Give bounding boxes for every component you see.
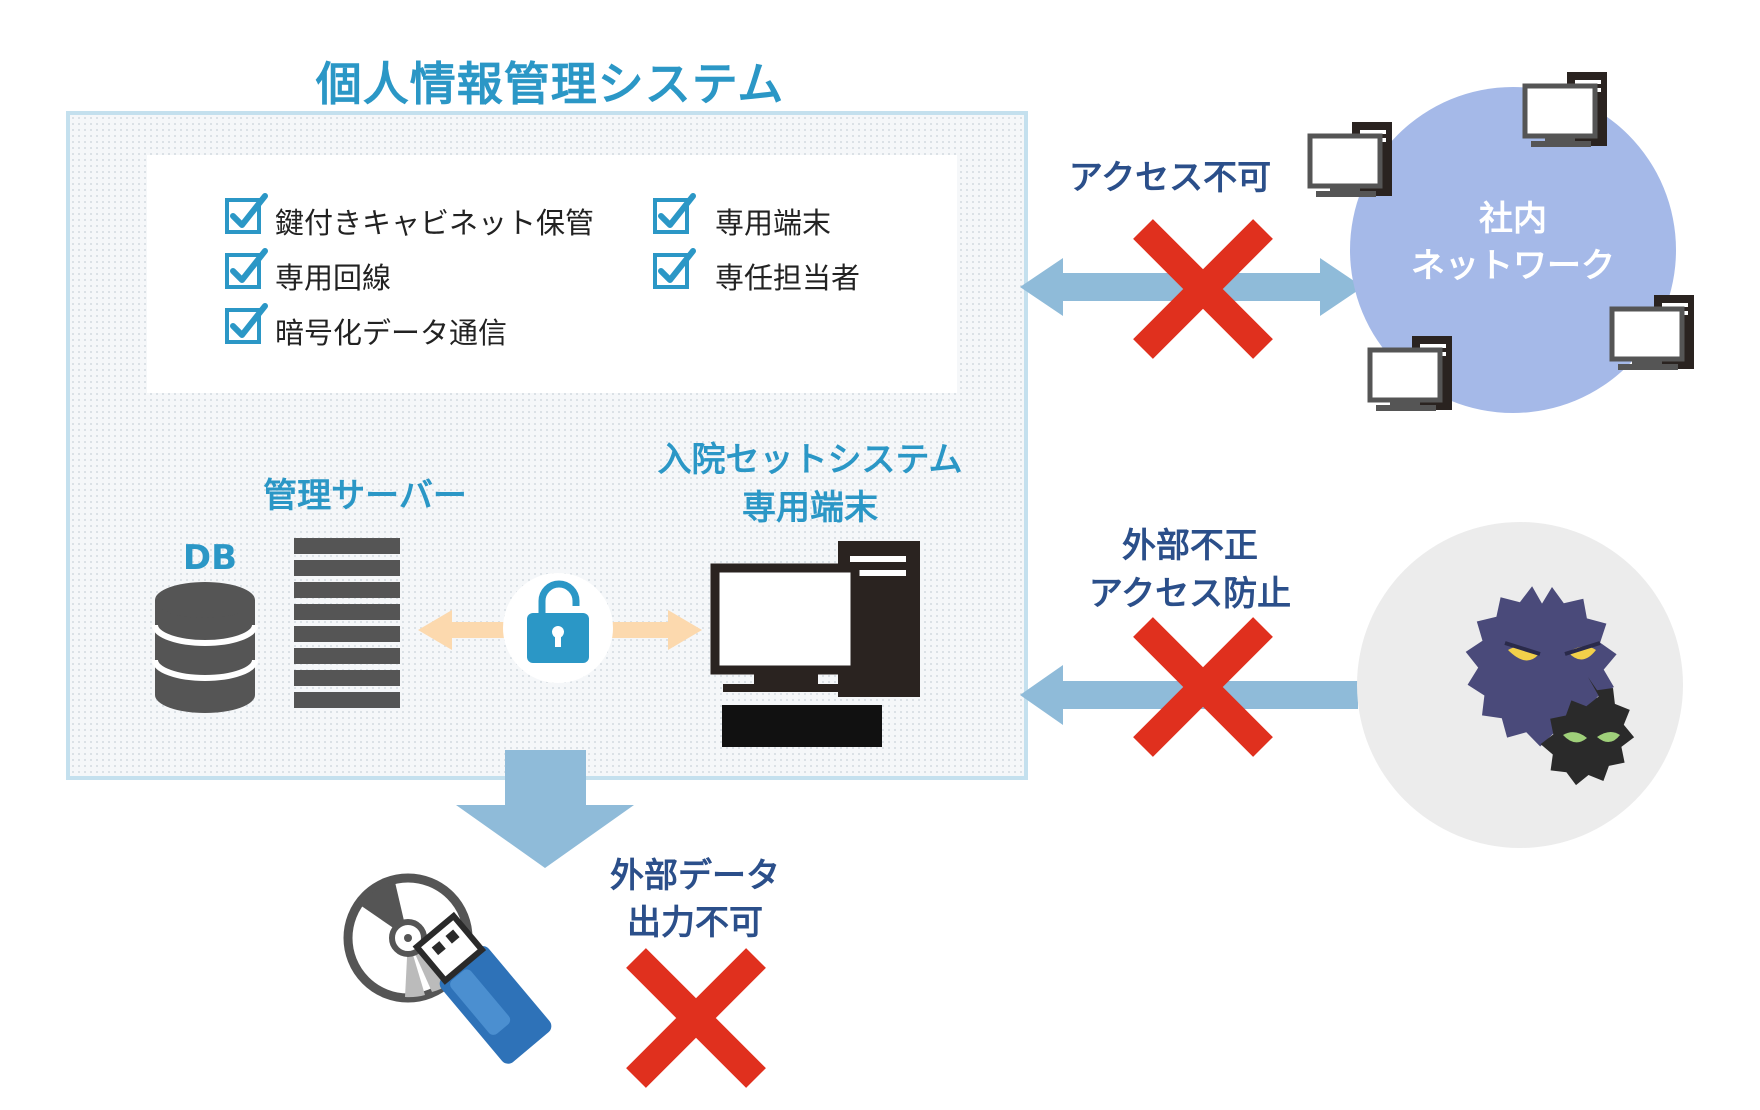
external-label-line1: 外部不正 — [1122, 526, 1258, 566]
db-label: DB — [182, 538, 238, 578]
network-pc-icon-1 — [1310, 122, 1392, 197]
usb-drive-icon — [412, 911, 552, 1064]
network-pc-icon-2 — [1525, 72, 1607, 147]
terminal-label-line2: 専用端末 — [742, 488, 878, 528]
check-icon-4 — [655, 196, 693, 232]
encrypted-link-arrow — [418, 610, 702, 650]
measure-cabinet-label: 鍵付きキャビネット保管 — [275, 206, 595, 240]
server-rack-icon — [294, 538, 400, 708]
internal-network-circle — [1350, 87, 1676, 413]
check-icon-1 — [227, 196, 265, 232]
output-arrow — [456, 750, 634, 868]
measure-dedicated-terminal-label: 専用端末 — [715, 206, 832, 240]
terminal-label-line1: 入院セットシステム — [657, 440, 963, 480]
output-label-line1: 外部データ — [610, 856, 780, 896]
server-label: 管理サーバー — [263, 476, 467, 516]
desktop-computer-icon — [710, 541, 920, 747]
output-denied-x-icon — [636, 958, 756, 1078]
check-icon-2 — [227, 251, 265, 287]
network-label-line2: ネットワーク — [1411, 246, 1615, 286]
network-label-line1: 社内 — [1479, 199, 1547, 239]
database-icon — [152, 582, 258, 713]
virus-icon-small — [1540, 677, 1635, 786]
check-icon-5 — [655, 251, 693, 287]
security-measures-panel — [147, 155, 957, 393]
unlocked-padlock-icon — [527, 580, 589, 663]
access-denied-label: アクセス不可 — [1068, 158, 1272, 198]
check-icon-3 — [227, 306, 265, 342]
measure-dedicated-staff-label: 専任担当者 — [715, 261, 861, 295]
output-label-line2: 出力不可 — [627, 903, 763, 943]
measure-encryption-label: 暗号化データ通信 — [275, 316, 508, 350]
diagram-title: 個人情報管理システム — [315, 57, 785, 111]
external-label-line2: アクセス防止 — [1088, 574, 1292, 614]
measure-dedicated-line-label: 専用回線 — [275, 261, 392, 295]
